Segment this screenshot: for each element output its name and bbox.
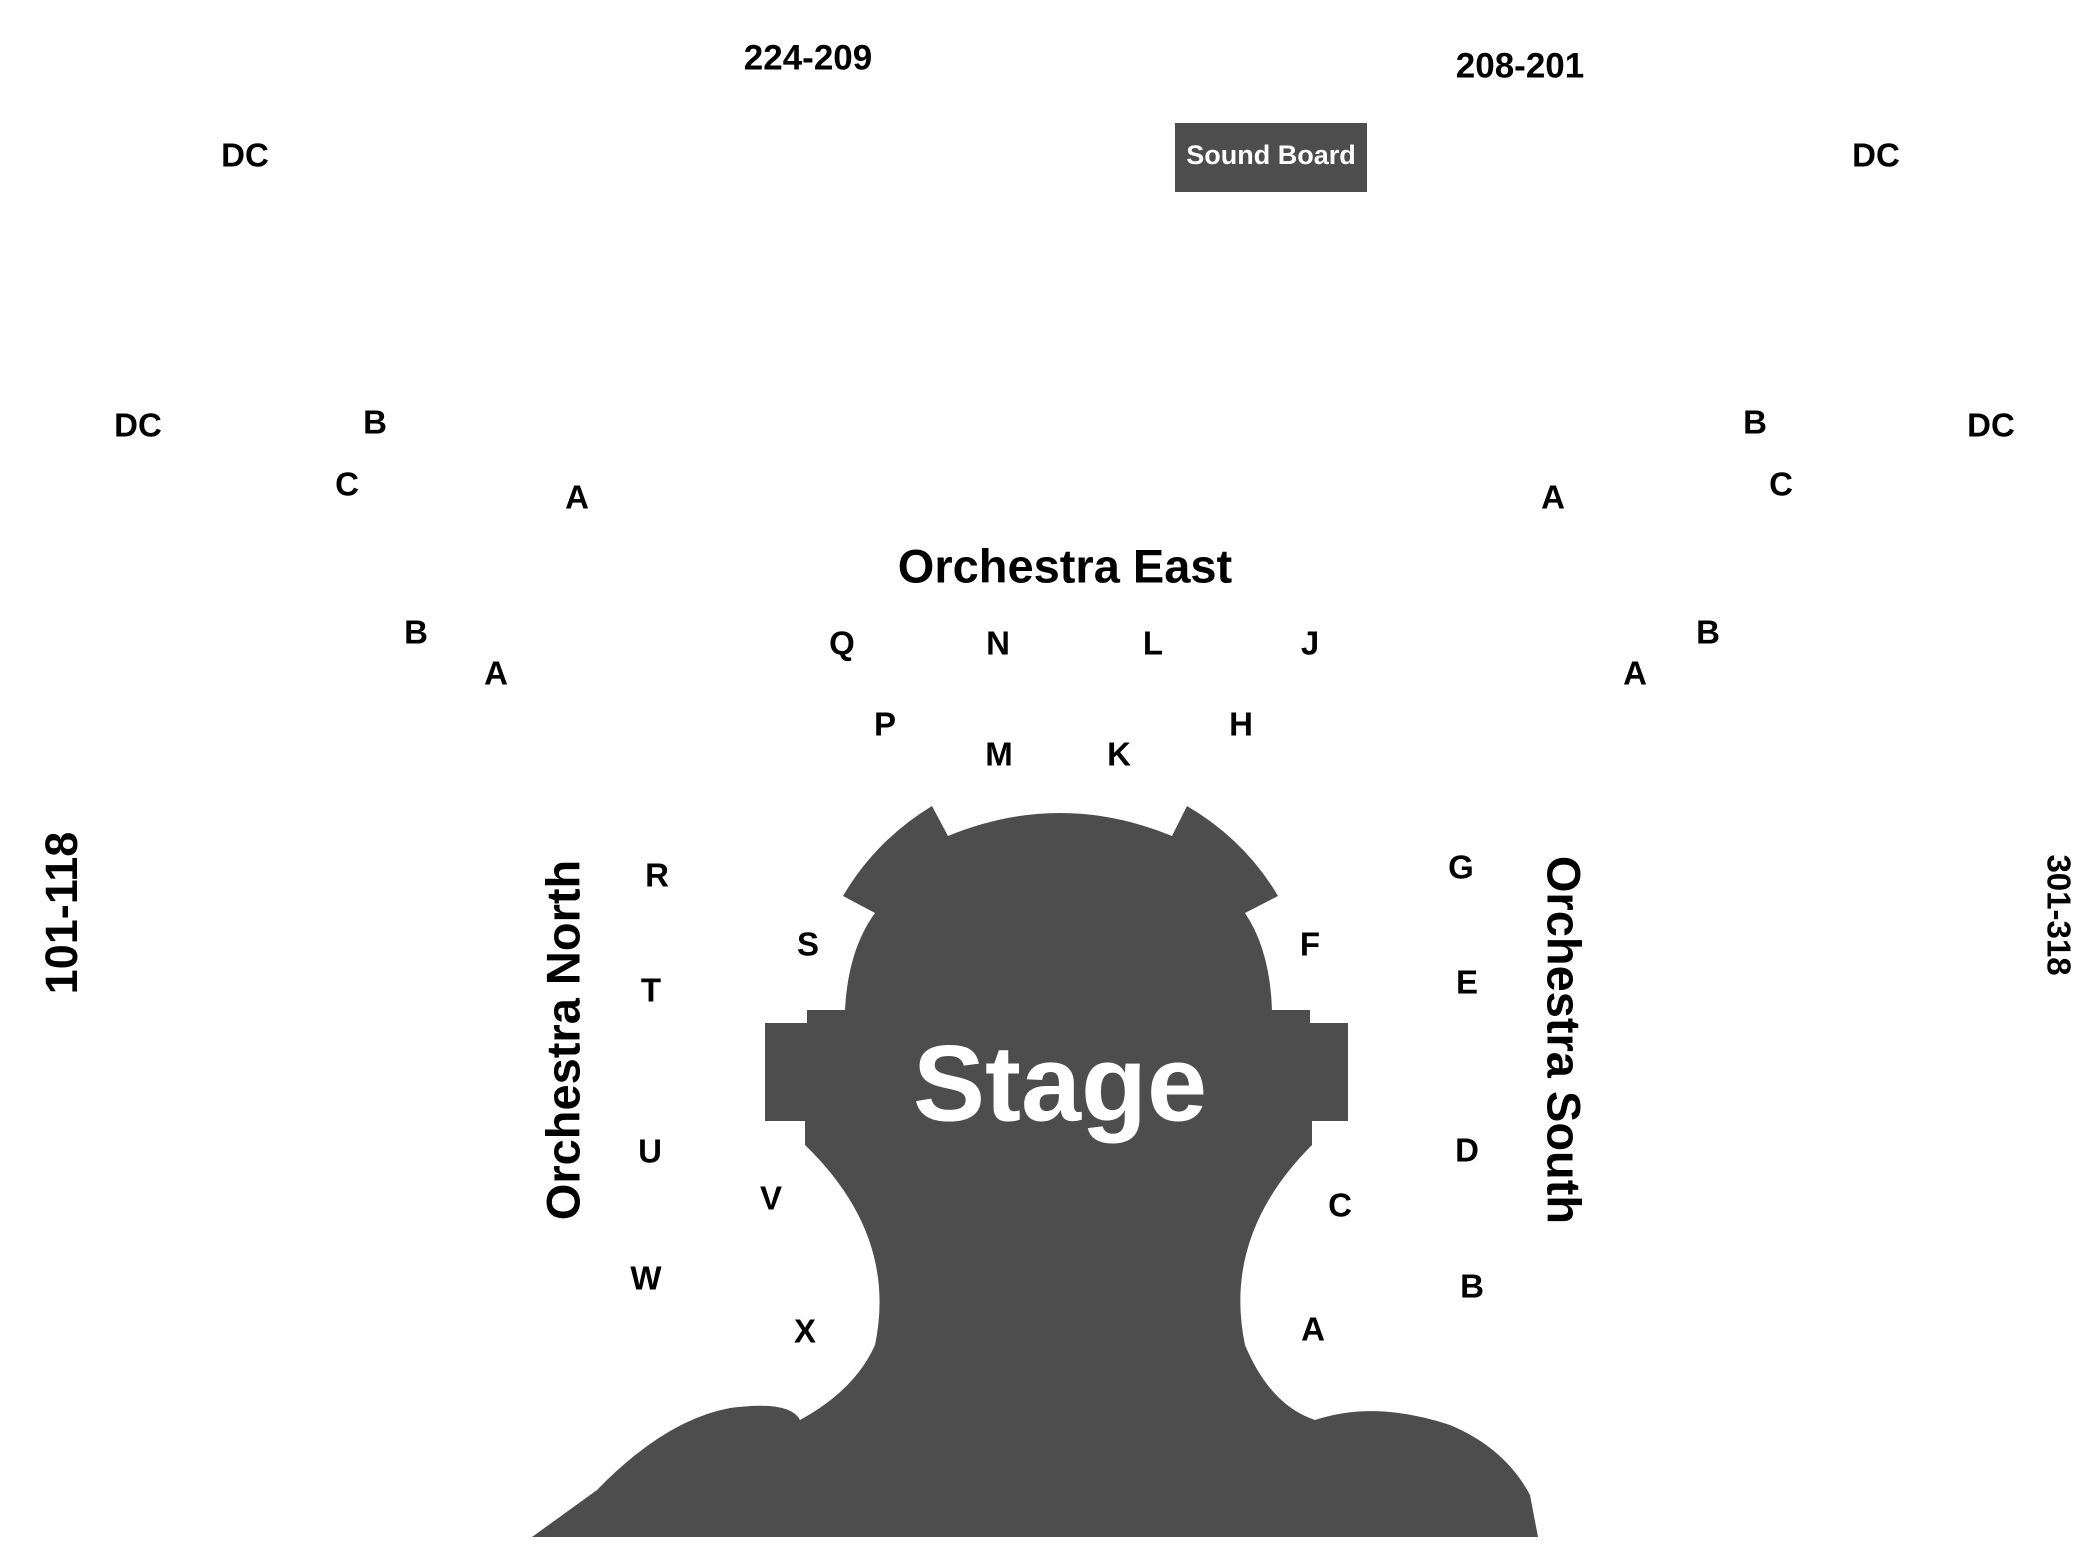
row-b-lower-left[interactable]: B <box>404 614 428 651</box>
row-m-east[interactable]: M <box>985 736 1013 773</box>
row-q-east[interactable]: Q <box>829 625 855 662</box>
row-dc-mid-right[interactable]: DC <box>1967 407 2015 444</box>
row-c-south[interactable]: C <box>1328 1187 1352 1224</box>
row-h-east[interactable]: H <box>1229 706 1253 743</box>
row-c-mid-right[interactable]: C <box>1769 466 1793 503</box>
row-t-north[interactable]: T <box>641 972 661 1009</box>
row-s-north[interactable]: S <box>797 926 819 963</box>
row-dc-upper-right[interactable]: DC <box>1852 137 1900 174</box>
row-v-north[interactable]: V <box>760 1180 782 1217</box>
sound-board[interactable]: Sound Board <box>1175 123 1367 192</box>
row-d-south[interactable]: D <box>1455 1132 1479 1169</box>
row-dc-upper-left[interactable]: DC <box>221 137 269 174</box>
row-r-north[interactable]: R <box>645 857 669 894</box>
row-b-lower-right[interactable]: B <box>1696 614 1720 651</box>
row-b-mid-left[interactable]: B <box>363 404 387 441</box>
sound-board-box <box>1175 123 1367 192</box>
row-e-south[interactable]: E <box>1456 964 1478 1001</box>
stage-area[interactable] <box>532 806 1538 1537</box>
row-k-east[interactable]: K <box>1107 736 1131 773</box>
row-f-south[interactable]: F <box>1300 926 1320 963</box>
section-orchestra-east[interactable]: Orchestra East <box>898 539 1233 592</box>
row-g-south[interactable]: G <box>1448 849 1474 886</box>
row-n-east[interactable]: N <box>986 625 1010 662</box>
row-w-north[interactable]: W <box>630 1260 662 1297</box>
row-u-north[interactable]: U <box>638 1133 662 1170</box>
seat-range-top-left[interactable]: 224-209 <box>744 38 872 77</box>
row-b-mid-right[interactable]: B <box>1743 404 1767 441</box>
section-orchestra-north[interactable]: Orchestra North <box>536 860 589 1220</box>
section-orchestra-south[interactable]: Orchestra South <box>1538 856 1591 1224</box>
row-l-east[interactable]: L <box>1143 625 1163 662</box>
row-dc-mid-left[interactable]: DC <box>114 407 162 444</box>
sound-board-label: Sound Board <box>1186 140 1356 170</box>
stage-label: Stage <box>913 1023 1207 1144</box>
row-p-east[interactable]: P <box>874 706 896 743</box>
seat-range-top-right[interactable]: 208-201 <box>1456 46 1584 85</box>
row-c-mid-left[interactable]: C <box>335 466 359 503</box>
row-a-lower-right[interactable]: A <box>1623 655 1647 692</box>
row-j-east[interactable]: J <box>1301 625 1319 662</box>
row-a-mid-right[interactable]: A <box>1541 479 1565 516</box>
row-b-south[interactable]: B <box>1460 1268 1484 1305</box>
row-x-north[interactable]: X <box>794 1313 816 1350</box>
row-a-south[interactable]: A <box>1301 1311 1325 1348</box>
row-a-lower-left[interactable]: A <box>484 655 508 692</box>
seat-range-right-side[interactable]: 301-318 <box>2040 854 2077 975</box>
seat-range-left-side[interactable]: 101-118 <box>36 832 87 995</box>
row-a-mid-left[interactable]: A <box>565 479 589 516</box>
